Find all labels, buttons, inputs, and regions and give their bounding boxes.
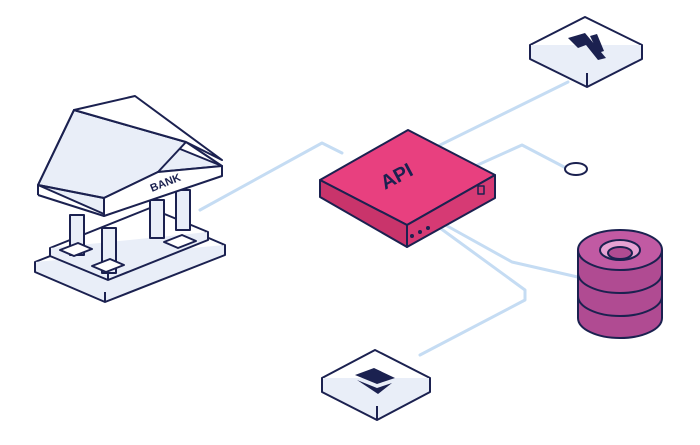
connector-api-database <box>438 220 584 280</box>
connector-bank-api <box>198 141 344 212</box>
connectors <box>198 80 584 357</box>
connector-api-endpoint <box>460 143 568 174</box>
ethereum-tile <box>321 349 431 421</box>
database-stack-icon <box>577 229 663 339</box>
bank: BANK <box>34 95 226 303</box>
connector-api-ethereum <box>418 226 527 357</box>
endpoint-circle-icon <box>564 162 588 176</box>
algorand-tile <box>529 16 643 88</box>
connector-api-algorand <box>428 80 570 152</box>
api-box: API <box>319 129 496 248</box>
algorand-logo-icon <box>568 33 606 60</box>
ethereum-logo-icon <box>355 368 395 394</box>
